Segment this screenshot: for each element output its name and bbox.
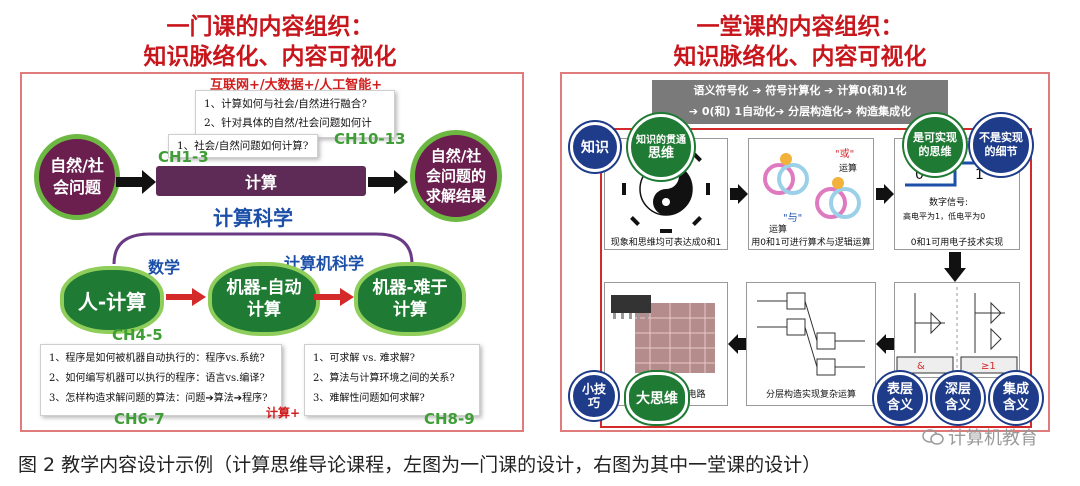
not-details-circle: 不是实现的细节 bbox=[970, 114, 1032, 176]
digital-label: 数字信号: bbox=[929, 196, 968, 208]
computational-science-label: 计算科学 bbox=[213, 206, 293, 230]
realizable-thinking-label: 是可实现的思维 bbox=[913, 131, 957, 158]
node-machine-hard-label: 机器-难于计算 bbox=[372, 278, 448, 320]
br-note-3: 3、难解性问题如何求解? bbox=[313, 393, 425, 404]
huo-yunsuan: 运算 bbox=[839, 162, 857, 174]
yu-yunsuan: 运算 bbox=[769, 223, 787, 235]
svg-text:&: & bbox=[917, 361, 925, 372]
tile-gates: & ≥1 bbox=[894, 282, 1020, 378]
left-circle-label: 自然/社会问题 bbox=[50, 156, 104, 197]
right-circle-result: 自然/社会问题的求解结果 bbox=[410, 130, 502, 222]
deep-meaning-label: 深层含义 bbox=[944, 382, 971, 413]
zero-label: 0 bbox=[915, 167, 924, 183]
big-thinking-circle: 大思维 bbox=[626, 372, 688, 424]
caption-2: 用0和1可进行算术与逻辑运算 bbox=[751, 238, 871, 248]
top-red-label: 互联网+/大数据+/人工智能+ bbox=[210, 78, 383, 93]
ch-1-3: CH1-3 bbox=[158, 148, 209, 166]
arrow-to-compute bbox=[116, 170, 156, 194]
wechat-icon bbox=[922, 429, 944, 445]
watermark: 计算机教育 bbox=[922, 424, 1038, 450]
knowledge-through-circle: 知识的贯通 思维 bbox=[628, 114, 694, 180]
levels-label: 高电平为1，低电平为0 bbox=[903, 211, 985, 221]
bottom-left-note: 1、程序是如何被机器自动执行的：程序vs.系统? 2、如何编写机器可以执行的程序… bbox=[40, 344, 282, 416]
cs-label: 计算机科学 bbox=[284, 254, 365, 273]
arrow-down bbox=[944, 252, 966, 282]
ch-8-9: CH8-9 bbox=[424, 410, 475, 428]
caption-1: 现象和思维均可表达成0和1 bbox=[610, 238, 722, 248]
tile-logic: "与" 运算 "或" 运算 用0和1可进行算术与逻辑运算 bbox=[748, 138, 874, 250]
arrow-t6-t5 bbox=[728, 334, 746, 354]
bracket-curve bbox=[112, 232, 414, 265]
svg-text:≥1: ≥1 bbox=[981, 361, 996, 372]
thinking-label: 思维 bbox=[647, 146, 674, 161]
arrow-t1-t2 bbox=[730, 184, 748, 204]
arrow-g1-g2 bbox=[166, 288, 206, 306]
figure-caption: 图 2 教学内容设计示例（计算思维导论课程，左图为一门课的设计，右图为其中一堂课… bbox=[18, 454, 822, 476]
huo-label: "或" bbox=[835, 148, 854, 160]
arrow-g2-g3 bbox=[314, 288, 354, 306]
small-note-line: 1、社会/自然问题如何计算? bbox=[177, 140, 309, 152]
integrated-meaning-circle: 集成含义 bbox=[990, 372, 1042, 424]
right-title-line1: 一堂课的内容组织： bbox=[696, 14, 904, 40]
node-human-compute: 人-计算 bbox=[60, 266, 164, 334]
deep-meaning-circle: 深层含义 bbox=[932, 372, 984, 424]
layered-circuit-icon bbox=[757, 292, 865, 376]
red-frame bbox=[600, 128, 1032, 428]
math-label: 数学 bbox=[148, 258, 181, 277]
surface-meaning-label: 表层含义 bbox=[886, 382, 913, 413]
node-human-compute-label: 人-计算 bbox=[77, 289, 147, 314]
node-machine-auto-label: 机器-自动计算 bbox=[226, 278, 302, 320]
ch-4-5: CH4-5 bbox=[112, 326, 163, 344]
arrow-t2-t3 bbox=[876, 184, 894, 204]
integrated-meaning-label: 集成含义 bbox=[1002, 382, 1029, 413]
realizable-thinking-circle: 是可实现的思维 bbox=[904, 114, 966, 176]
bl-note-2: 2、如何编写机器可以执行的程序：语言vs.编译? bbox=[49, 373, 265, 384]
tile-chip: 合逻辑电路 bbox=[604, 282, 728, 406]
br-note-1: 1、可求解 vs. 难求解? bbox=[313, 353, 416, 364]
br-note-2: 2、算法与计算环境之间的关系? bbox=[313, 373, 455, 384]
ch-6-7: CH6-7 bbox=[114, 410, 165, 428]
tips-label: 小技巧 bbox=[581, 382, 606, 410]
right-title: 一堂课的内容组织： 知识脉络化、内容可视化 bbox=[560, 12, 1040, 72]
bottom-right-note: 1、可求解 vs. 难求解? 2、算法与计算环境之间的关系? 3、难解性问题如何… bbox=[304, 344, 480, 416]
arrow-to-result bbox=[368, 170, 408, 194]
right-title-line2: 知识脉络化、内容可视化 bbox=[673, 44, 927, 70]
node-machine-hard: 机器-难于计算 bbox=[354, 262, 466, 336]
knowledge-through-label: 知识的贯通 bbox=[636, 135, 686, 146]
yu-label: "与" bbox=[783, 212, 802, 224]
top-note-line1: 1、计算如何与社会/自然进行融合? bbox=[204, 98, 367, 110]
compute-bar-label: 计算 bbox=[244, 173, 277, 192]
banner-line2: ➔ 0(和) 1自动化➔ 分层构造化➔ 构造集成化 bbox=[688, 105, 912, 118]
banner-line1: 语义符号化 ➔ 符号计算化 ➔ 计算0(和)1化 bbox=[693, 84, 907, 97]
compute-bar: 计算 bbox=[156, 166, 366, 196]
tips-circle: 小技巧 bbox=[570, 372, 618, 420]
arrow-t7-t6 bbox=[876, 334, 894, 354]
knowledge-label: 知识 bbox=[581, 140, 609, 156]
ch-10-13: CH10-13 bbox=[334, 130, 406, 148]
not-details-label: 不是实现的细节 bbox=[979, 131, 1023, 158]
red-small-label: 计算+ bbox=[266, 406, 301, 420]
knowledge-circle: 知识 bbox=[570, 122, 620, 172]
bl-note-1: 1、程序是如何被机器自动执行的：程序vs.系统? bbox=[49, 353, 265, 364]
tile-layered: 分层构造实现复杂运算 bbox=[746, 282, 876, 406]
right-circle-label: 自然/社会问题的求解结果 bbox=[425, 147, 486, 205]
watermark-text: 计算机教育 bbox=[948, 428, 1038, 449]
logic-ops-icon: "与" 运算 "或" 运算 bbox=[763, 148, 861, 235]
bl-note-3: 3、怎样构造求解问题的算法：问题➔算法➔程序? bbox=[49, 393, 268, 404]
caption-3: 0和1可用电子技术实现 bbox=[910, 238, 1004, 248]
surface-meaning-circle: 表层含义 bbox=[874, 372, 926, 424]
chip-circuit-icon bbox=[611, 295, 715, 373]
banner: 语义符号化 ➔ 符号计算化 ➔ 计算0(和)1化 ➔ 0(和) 1自动化➔ 分层… bbox=[652, 80, 948, 124]
left-circle-natural-problem: 自然/社会问题 bbox=[34, 134, 120, 220]
caption-6: 分层构造实现复杂运算 bbox=[765, 390, 856, 400]
one-label: 1 bbox=[975, 167, 984, 183]
left-title: 一门课的内容组织： 知识脉络化、内容可视化 bbox=[20, 12, 520, 72]
left-title-line1: 一门课的内容组织： bbox=[166, 14, 374, 40]
gate-circuit-icon: & ≥1 bbox=[896, 287, 1018, 374]
node-machine-auto: 机器-自动计算 bbox=[208, 262, 320, 336]
small-note: 1、社会/自然问题如何计算? bbox=[168, 134, 318, 158]
left-title-line2: 知识脉络化、内容可视化 bbox=[143, 44, 397, 70]
big-thinking-label: 大思维 bbox=[636, 391, 678, 407]
